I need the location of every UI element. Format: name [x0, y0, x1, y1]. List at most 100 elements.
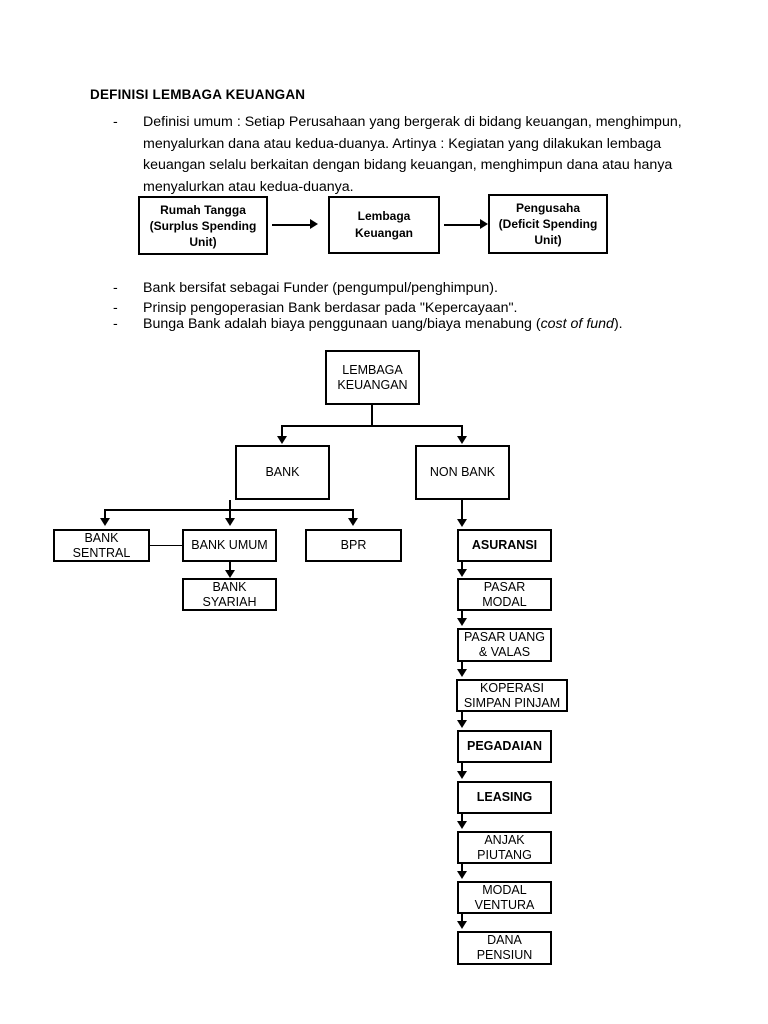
tree-node-anjak-piutang-line2: PIUTANG — [477, 847, 532, 862]
tree-node-leasing: LEASING — [457, 781, 552, 814]
tree-node-pasar-uang-valas: PASAR UANG & VALAS — [457, 628, 552, 662]
tree-branch-drop-non-bank — [461, 425, 463, 438]
nonbank-chain-arrow-2-icon — [457, 618, 467, 626]
tree-branch-drop-bank — [281, 425, 283, 438]
tree-node-pasar-modal-line1: PASAR — [483, 579, 526, 594]
bank-arrow-sentral-icon — [100, 518, 110, 526]
flow-box-pengusaha: Pengusaha (Deficit Spending Unit) — [488, 194, 608, 254]
bullet-3-text-italic: cost of fund — [540, 316, 614, 332]
tree-root-line1: LEMBAGA — [342, 362, 403, 377]
bullet-3-text-after: ). — [613, 316, 623, 332]
tree-node-anjak-piutang-line1: ANJAK — [484, 832, 525, 847]
bullet-item-2: - Prinsip pengoperasian Bank berdasar pa… — [113, 298, 688, 320]
link-sentral-umum — [150, 545, 182, 546]
page-title: DEFINISI LEMBAGA KEUANGAN — [90, 87, 306, 102]
flow-box-pengusaha-line1: Pengusaha — [515, 201, 580, 215]
flow-connector-1 — [272, 224, 314, 226]
tree-node-pasar-modal: PASAR MODAL — [457, 578, 552, 611]
tree-node-modal-ventura-line2: VENTURA — [474, 897, 535, 912]
tree-node-bank-label: BANK — [265, 465, 300, 479]
flow-arrow-2-icon — [480, 219, 488, 229]
tree-node-bank-syariah-line2: SYARIAH — [202, 594, 257, 609]
tree-node-bank-syariah-line1: BANK — [212, 579, 247, 594]
nonbank-chain-arrow-0-icon — [457, 519, 467, 527]
tree-node-non-bank: NON BANK — [415, 445, 510, 500]
flow-box-rumah-tangga: Rumah Tangga (Surplus Spending Unit) — [138, 196, 268, 255]
bullet-item-3: - Bunga Bank adalah biaya penggunaan uan… — [113, 314, 688, 336]
nonbank-chain-arrow-3-icon — [457, 669, 467, 677]
tree-node-koperasi-line2: SIMPAN PINJAM — [463, 695, 561, 710]
tree-node-koperasi-line1: KOPERASI — [480, 680, 544, 695]
bullet-3-dash: - — [113, 316, 118, 332]
bank-drop-umum — [229, 509, 231, 520]
nonbank-chain-arrow-7-icon — [457, 871, 467, 879]
tree-node-bank-sentral: BANK SENTRAL — [53, 529, 150, 562]
bank-stem — [229, 500, 231, 511]
bank-arrow-bpr-icon — [348, 518, 358, 526]
tree-node-bank-sentral-line2: SENTRAL — [72, 545, 131, 560]
nonbank-chain-connector-4 — [461, 712, 463, 722]
intro-bullet: - Definisi umum : Setiap Perusahaan yang… — [113, 112, 688, 198]
nonbank-chain-arrow-5-icon — [457, 771, 467, 779]
tree-node-leasing-line1: LEASING — [476, 790, 533, 804]
nonbank-chain-connector-5 — [461, 763, 463, 773]
tree-node-bank: BANK — [235, 445, 330, 500]
flow-box-lembaga-keuangan: Lembaga Keuangan — [328, 196, 440, 254]
flow-box-rumah-tangga-line1: Rumah Tangga — [160, 202, 246, 217]
tree-root-branch-bar — [281, 425, 463, 427]
intro-bullet-text: Definisi umum : Setiap Perusahaan yang b… — [143, 114, 682, 195]
flow-box-pengusaha-line3: Unit) — [534, 233, 562, 247]
tree-node-bpr: BPR — [305, 529, 402, 562]
umum-syariah-connector — [229, 562, 231, 573]
bullet-1-text: Bank bersifat sebagai Funder (pengumpul/… — [143, 280, 498, 296]
nonbank-chain-connector-3 — [461, 662, 463, 672]
tree-node-bank-umum-line1: BANK UMUM — [191, 538, 268, 552]
tree-node-asuransi: ASURANSI — [457, 529, 552, 562]
tree-node-pegadaian: PEGADAIAN — [457, 730, 552, 763]
bank-drop-sentral — [104, 509, 106, 520]
bullet-1-dash: - — [113, 280, 118, 296]
tree-node-pegadaian-line1: PEGADAIAN — [466, 739, 542, 753]
nonbank-chain-connector-6 — [461, 814, 463, 824]
tree-root-stem — [371, 405, 373, 427]
tree-node-bank-syariah: BANK SYARIAH — [182, 578, 277, 611]
tree-node-pasar-uang-valas-line2: & VALAS — [478, 645, 531, 659]
nonbank-chain-arrow-4-icon — [457, 720, 467, 728]
tree-node-modal-ventura: MODAL VENTURA — [457, 881, 552, 914]
bank-drop-bpr — [352, 509, 354, 520]
flow-box-rumah-tangga-line2: (Surplus Spending — [149, 218, 257, 233]
flow-arrow-1-icon — [310, 219, 318, 229]
tree-node-anjak-piutang: ANJAK PIUTANG — [457, 831, 552, 864]
bullet-dash: - — [113, 114, 118, 130]
tree-node-dana-pensiun-line1: DANA — [487, 933, 522, 947]
flow-box-lembaga-keuangan-line1: Lembaga — [357, 209, 411, 223]
nonbank-chain-arrow-1-icon — [457, 569, 467, 577]
tree-arrow-bank-icon — [277, 436, 287, 444]
tree-node-dana-pensiun: DANA PENSIUN — [457, 931, 552, 965]
tree-node-bank-sentral-line1: BANK — [84, 530, 119, 545]
flow-box-rumah-tangga-line3: Unit) — [189, 234, 217, 249]
tree-node-modal-ventura-line1: MODAL — [482, 882, 527, 897]
flow-box-lembaga-keuangan-line2: Keuangan — [354, 226, 413, 240]
nonbank-chain-connector-8 — [461, 914, 463, 924]
umum-syariah-arrow-icon — [225, 570, 235, 578]
flow-box-pengusaha-line2: (Deficit Spending — [498, 217, 598, 231]
nonbank-chain-arrow-8-icon — [457, 921, 467, 929]
bank-arrow-umum-icon — [225, 518, 235, 526]
flow-connector-2 — [444, 224, 484, 226]
tree-root-lembaga-keuangan: LEMBAGA KEUANGAN — [325, 350, 420, 405]
tree-node-bpr-line1: BPR — [340, 538, 367, 552]
tree-node-bank-umum: BANK UMUM — [182, 529, 277, 562]
nonbank-chain-arrow-6-icon — [457, 821, 467, 829]
tree-node-asuransi-line1: ASURANSI — [471, 538, 538, 552]
bullet-3-text: Bunga Bank adalah biaya penggunaan uang/… — [143, 314, 623, 336]
nonbank-chain-connector-1 — [461, 562, 463, 571]
tree-node-pasar-uang-valas-line1: PASAR UANG — [463, 630, 546, 644]
nonbank-chain-connector-2 — [461, 611, 463, 620]
bullet-2-text: Prinsip pengoperasian Bank berdasar pada… — [143, 300, 518, 316]
tree-node-pasar-modal-line2: MODAL — [482, 594, 527, 609]
bullet-item-1: - Bank bersifat sebagai Funder (pengumpu… — [113, 278, 688, 300]
nonbank-chain-connector-0 — [461, 500, 463, 521]
nonbank-chain-connector-7 — [461, 864, 463, 874]
